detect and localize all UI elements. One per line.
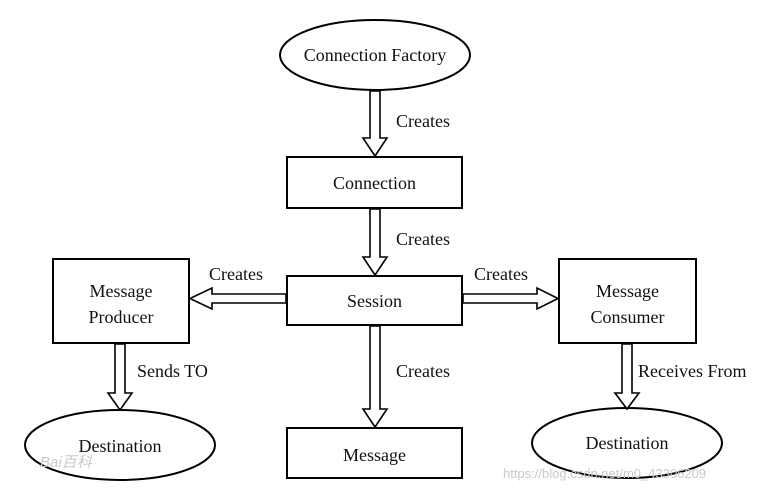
message-node [286,427,463,479]
edge-label-producer-to-destination: Sends TO [137,361,208,381]
message-consumer-node [558,258,697,344]
arrow-producer-to-destination [106,343,134,412]
arrow-session-to-consumer [462,286,560,311]
edge-label-session-to-message: Creates [396,361,450,381]
destination-left-label: Destination [78,436,162,456]
edge-label-connection-to-session: Creates [396,229,450,249]
csdn-url-watermark: https://blog.csdn.net/m0_43306209 [503,466,707,481]
edge-label-session-to-producer: Creates [209,264,263,284]
arrow-factory-to-connection [361,90,389,158]
arrow-session-to-message [361,325,389,429]
connection-factory-label: Connection Factory [303,45,447,65]
edge-label-session-to-consumer: Creates [474,264,528,284]
session-node [286,275,463,326]
connection-label: Connection [333,173,416,193]
session-label: Session [346,291,402,311]
message-label: Message [343,445,406,465]
arrow-session-to-producer [188,286,287,311]
connection-factory-node [279,19,471,91]
arrow-connection-to-session [361,208,389,277]
message-producer-node [52,258,190,344]
destination-right-label: Destination [585,433,669,453]
message-consumer-label-line2: Consumer [590,307,665,327]
arrow-consumer-to-destination [613,343,641,411]
edge-label-consumer-from-destination: Receives From [638,361,747,381]
message-producer-label-line1: Message [89,281,153,301]
edge-label-factory-to-connection: Creates [396,111,450,131]
connection-node [286,156,463,209]
baidu-watermark: Bai百科 [40,454,92,471]
message-consumer-label-line1: Message [596,281,659,301]
message-producer-label-line2: Producer [88,307,154,327]
